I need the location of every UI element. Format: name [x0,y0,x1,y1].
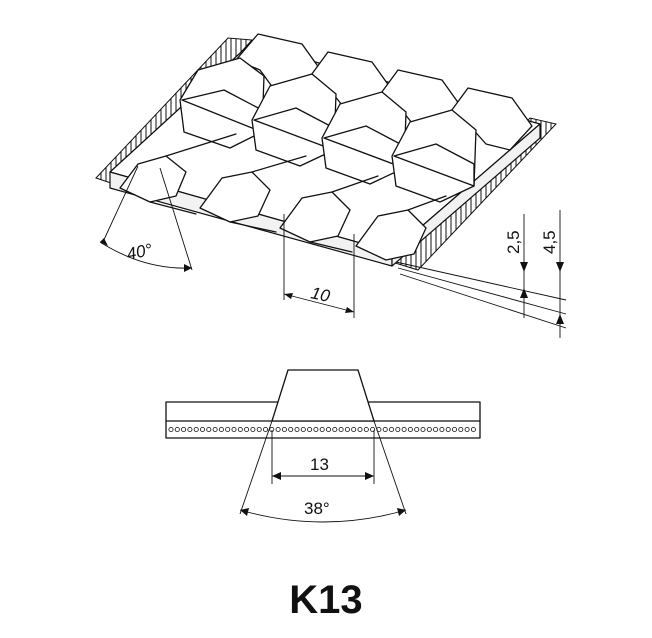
cord-dot [319,426,325,432]
cord-dot [458,426,464,432]
cord-dot [370,426,376,432]
angle-label-38: 38° [304,499,330,518]
cord-dot [300,426,306,432]
section-cords [168,426,476,432]
cord-dot [338,426,344,432]
cord-dot [414,426,420,432]
cord-dot [464,426,470,432]
cord-dot [262,426,268,432]
cord-dot [351,426,357,432]
cord-dot [281,426,287,432]
cord-dot [193,426,199,432]
cord-dot [307,426,313,432]
height-label-2-5: 2,5 [504,230,523,254]
model-title: K13 [289,578,363,622]
cord-dot [212,426,218,432]
angle-label-40: 40° [125,240,154,264]
cord-dot [225,426,231,432]
cord-dot [344,426,350,432]
cord-dot [445,426,451,432]
cord-dot [420,426,426,432]
pitch-label-10: 10 [309,283,332,306]
cord-dot [256,426,262,432]
cord-dot [470,426,476,432]
cord-dot [275,426,281,432]
cord-dot [231,426,237,432]
height-label-4-5: 4,5 [540,230,559,254]
cord-dot [181,426,187,432]
cord-dot [218,426,224,432]
teeth-middle-row [179,57,477,203]
cord-dot [244,426,250,432]
angle-dimension-40: 40° [99,165,193,272]
cord-dot [382,426,388,432]
cord-dot [168,426,174,432]
cord-dot [426,426,432,432]
section-view: 13 38° [165,369,481,523]
section-tooth [271,369,375,422]
width-label-13: 13 [310,455,329,474]
cord-dot [451,426,457,432]
cord-dot [237,426,243,432]
cord-dot [357,426,363,432]
cord-dot [250,426,256,432]
cord-dot [401,426,407,432]
isometric-belt-view: 40° 10 2,5 4,5 [95,33,567,338]
cord-dot [294,426,300,432]
cord-dot [363,426,369,432]
cord-dot [439,426,445,432]
cord-dot [187,426,193,432]
teeth-front-row [119,133,447,261]
cord-dot [174,426,180,432]
width-dimension-13: 13 [271,430,375,484]
cord-dot [332,426,338,432]
cord-dot [288,426,294,432]
cord-dot [199,426,205,432]
cord-dot [388,426,394,432]
cord-dot [395,426,401,432]
cord-dot [313,426,319,432]
height-dimensions: 2,5 4,5 [395,210,567,338]
cord-dot [433,426,439,432]
pitch-dimension-10: 10 [283,214,355,318]
angle-dimension-38: 38° [239,420,407,523]
cord-dot [325,426,331,432]
cord-dot [407,426,413,432]
cord-dot [206,426,212,432]
